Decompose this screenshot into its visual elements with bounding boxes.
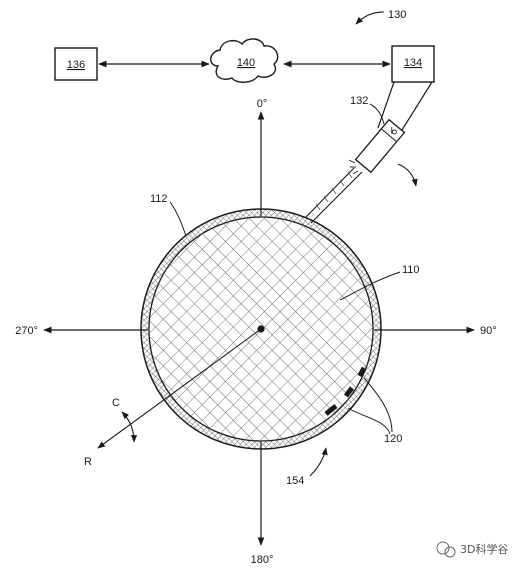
- device-132: [354, 118, 406, 174]
- ref-130-label: 130: [388, 9, 406, 21]
- cursor-154-label: 154: [286, 475, 304, 487]
- funnel-134: [377, 81, 433, 131]
- fill-110-leader: [339, 271, 401, 301]
- axis-west-label: 270°: [15, 325, 38, 337]
- cloud-140: [210, 38, 279, 83]
- edge-120-leader: [347, 377, 393, 435]
- beam-shaft-hatch: [315, 171, 353, 211]
- axis-east-label: 90°: [480, 325, 497, 337]
- cursor-154-arrow: [309, 447, 328, 477]
- circumferential-arrow: [121, 411, 138, 443]
- box-134: [391, 45, 435, 83]
- box-136-label: 136: [67, 59, 85, 71]
- ref-130-arrow: [355, 11, 385, 25]
- axis-south-label: 180°: [251, 554, 274, 566]
- radial-label: R: [84, 456, 92, 468]
- device-132-label: 132: [350, 95, 368, 107]
- cloud-140-label: 140: [237, 57, 255, 69]
- device-132-leader: [369, 103, 385, 125]
- ring-112-leader: [169, 201, 187, 237]
- axis-north-label: 0°: [257, 98, 268, 110]
- circumferential-label: C: [112, 397, 120, 409]
- watermark: 3D科学谷: [436, 541, 508, 558]
- edge-120-label: 120: [384, 433, 402, 445]
- emission-sparks: [348, 159, 359, 175]
- edge-segments-120: [324, 366, 367, 416]
- fill-110-label: 110: [402, 264, 420, 276]
- box-134-label: 134: [404, 57, 422, 69]
- watermark-text: 3D科学谷: [460, 542, 508, 556]
- ring-112-label: 112: [150, 193, 168, 205]
- beam-shaft: [304, 167, 363, 224]
- device-rotation-arrow: [397, 163, 418, 187]
- box-136: [54, 47, 98, 81]
